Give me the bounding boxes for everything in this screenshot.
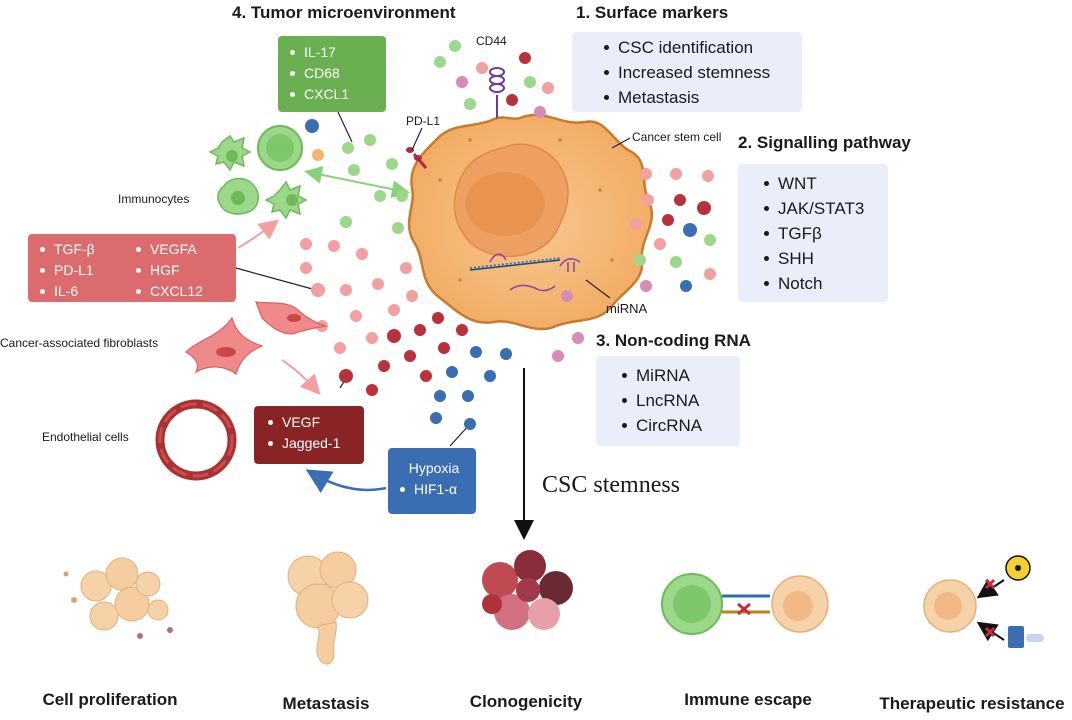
surface-item: Increased stemness (602, 60, 788, 85)
surface-markers-box: CSC identification Increased stemness Me… (572, 32, 802, 112)
factor-dots (300, 40, 716, 430)
tme-factor-box: IL-17 CD68 CXCL1 (278, 36, 386, 112)
endothelial-factor-item: Jagged-1 (266, 433, 356, 454)
signalling-box: WNT JAK/STAT3 TGFβ SHH Notch (738, 164, 888, 302)
endothelial-vessel (155, 399, 237, 481)
pdl1-label: PD-L1 (406, 114, 441, 128)
icon-therapeutic-resistance (923, 555, 1044, 648)
arrow-hypoxia-to-vegf (305, 469, 387, 494)
hypoxia-box: Hypoxia HIF1-α (388, 448, 476, 514)
cancer-stem-cell (407, 113, 654, 331)
cd44-label: CD44 (476, 34, 507, 48)
cd44-receptor (489, 67, 505, 118)
mirna-strands (469, 253, 581, 292)
signalling-item: JAK/STAT3 (762, 196, 878, 221)
ncrna-item: LncRNA (620, 388, 730, 413)
ncrna-box: MiRNA LncRNA CircRNA (596, 356, 740, 446)
outcome-therapeutic-resistance: Therapeutic resistance (879, 694, 1065, 713)
icon-cell-proliferation (63, 557, 173, 639)
caf-factor-item: HGF (134, 260, 203, 281)
immunocytes-label: Immunocytes (118, 192, 190, 206)
caf-label: Cancer-associated fibroblasts (0, 336, 159, 350)
fibroblasts (185, 301, 327, 376)
surface-item: Metastasis (602, 85, 788, 110)
pdl1-receptor (406, 147, 428, 169)
immunocytes (208, 125, 308, 220)
endothelial-factor-item: VEGF (266, 412, 356, 433)
mirna-label: miRNA (606, 301, 648, 316)
ncrna-heading: 3. Non-coding RNA (596, 331, 751, 350)
surface-item: CSC identification (602, 35, 788, 60)
caf-factor-item: CXCL12 (134, 281, 203, 302)
signalling-heading: 2. Signalling pathway (738, 133, 911, 152)
signalling-item: Notch (762, 271, 878, 296)
cancer-stem-cell-label: Cancer stem cell (632, 130, 722, 144)
caf-factor-box: TGF-β PD-L1 IL-6 VEGFA HGF CXCL12 (28, 234, 236, 302)
tme-item: CXCL1 (288, 84, 376, 105)
ncrna-item: MiRNA (620, 363, 730, 388)
caf-factor-item: VEGFA (134, 239, 203, 260)
immune-double-arrow (304, 165, 410, 199)
endothelial-factor-box: VEGF Jagged-1 (254, 406, 364, 464)
signalling-item: SHH (762, 246, 878, 271)
hypoxia-item: HIF1-α (398, 479, 470, 500)
tme-item: IL-17 (288, 42, 376, 63)
caf-factor-item: IL-6 (38, 281, 122, 302)
ncrna-item: CircRNA (620, 413, 730, 438)
caf-factor-item: TGF-β (38, 239, 122, 260)
csc-stemness-title: CSC stemness (542, 472, 681, 498)
icon-clonogenicity (482, 550, 573, 630)
caf-factor-item: PD-L1 (38, 260, 122, 281)
icon-immune-escape (661, 573, 829, 635)
surface-markers-heading: 1. Surface markers (576, 3, 729, 22)
hypoxia-title: Hypoxia (408, 460, 460, 476)
endothelial-label: Endothelial cells (42, 430, 129, 444)
outcome-immune-escape: Immune escape (684, 690, 812, 709)
outcome-clonogenicity: Clonogenicity (469, 692, 583, 711)
outcome-cell-proliferation: Cell proliferation (42, 690, 178, 709)
signalling-item: WNT (762, 171, 878, 196)
outcome-metastasis: Metastasis (282, 694, 370, 713)
arrow-to-immunocytes (237, 219, 280, 249)
signalling-item: TGFβ (762, 221, 878, 246)
tme-heading: 4. Tumor microenvironment (232, 3, 456, 22)
tme-item: CD68 (288, 63, 376, 84)
arrow-to-endothelial (281, 359, 321, 395)
icon-metastasis (287, 551, 369, 665)
